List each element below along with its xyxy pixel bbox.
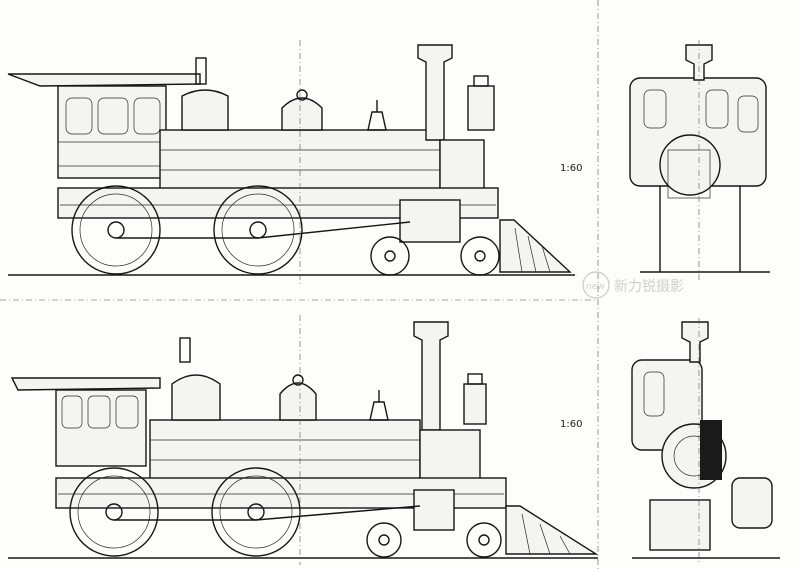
- cowcatcher: [505, 505, 599, 555]
- cab-roof: [7, 73, 201, 87]
- front-tubesheet: [667, 149, 711, 199]
- main-rod: [257, 221, 411, 239]
- cowcatcher-bar: [514, 227, 523, 273]
- watermark-text: 新力锐摄影: [614, 279, 684, 295]
- cab-body: [57, 85, 167, 179]
- driving-wheel-rim: [219, 475, 293, 549]
- driving-wheel-rim: [79, 193, 153, 267]
- driving-wheel: [213, 185, 303, 275]
- pony-wheel: [370, 236, 410, 276]
- cowcatcher-bar: [559, 535, 571, 555]
- whistle: [195, 57, 207, 85]
- section-frame: [649, 499, 711, 551]
- pony-wheel-hub: [478, 534, 490, 546]
- cab-front-window: [643, 89, 667, 129]
- cab-window: [87, 395, 111, 429]
- sand-dome: [281, 97, 323, 131]
- smokestack: [417, 44, 453, 141]
- driving-wheel: [71, 185, 161, 275]
- pony-wheel: [460, 236, 500, 276]
- bell: [367, 111, 387, 131]
- dome-knob: [296, 89, 308, 101]
- watermark: new 新力锐摄影: [582, 271, 684, 299]
- section-cylinder: [731, 477, 773, 529]
- driving-wheel-hub: [249, 221, 267, 239]
- pony-wheel: [366, 522, 402, 558]
- cab-front-window: [705, 89, 729, 129]
- steam-dome: [181, 89, 229, 131]
- cab-window: [115, 395, 139, 429]
- scale-label-bottom: 1:60: [560, 419, 582, 430]
- pony-wheel-hub: [384, 250, 396, 262]
- sand-dome: [279, 382, 317, 421]
- locomotive-front-section-bottom: [631, 318, 780, 565]
- cowcatcher-bar: [521, 513, 531, 555]
- cowcatcher-bar: [539, 523, 551, 555]
- driving-wheel: [69, 467, 159, 557]
- dome-knob: [292, 374, 304, 386]
- cab-window: [61, 395, 83, 429]
- watermark-logo: [582, 271, 610, 299]
- boiler: [149, 419, 421, 481]
- pony-wheel: [466, 522, 502, 558]
- locomotive-front-view-top: [629, 40, 770, 280]
- smokestack: [413, 321, 449, 431]
- cab-front-window: [737, 95, 759, 133]
- cowcatcher: [499, 219, 572, 273]
- cab-window: [133, 97, 161, 135]
- cowcatcher-bar: [541, 245, 551, 273]
- cab-roof: [10, 377, 161, 391]
- driving-wheel-hub: [107, 221, 125, 239]
- cab-section-window: [643, 371, 665, 417]
- section-smokestack: [681, 321, 709, 363]
- watermark-logo-text: new: [586, 282, 605, 292]
- headlamp-top: [473, 75, 489, 87]
- cylinder: [413, 489, 455, 531]
- locomotive-side-view-bottom: 1:60: [8, 315, 599, 565]
- cab-window: [97, 97, 129, 135]
- cowcatcher-bar: [527, 235, 537, 273]
- cylinder: [399, 199, 461, 243]
- main-rod: [255, 505, 421, 521]
- pony-wheel-hub: [378, 534, 390, 546]
- scale-label-top: 1:60: [560, 163, 582, 174]
- section-firebox-wall: [700, 420, 722, 480]
- steam-dome: [171, 374, 221, 421]
- headlamp: [463, 383, 487, 425]
- driving-wheel-rim: [221, 193, 295, 267]
- locomotive-side-view-top: 1:60: [7, 40, 582, 285]
- bell: [369, 401, 389, 421]
- cab-window: [65, 97, 93, 135]
- headlamp: [467, 85, 495, 131]
- pony-wheel-hub: [474, 250, 486, 262]
- front-boiler-face: [659, 134, 721, 196]
- headlamp-top: [467, 373, 483, 385]
- driving-wheel-rim: [77, 475, 151, 549]
- whistle: [179, 337, 191, 363]
